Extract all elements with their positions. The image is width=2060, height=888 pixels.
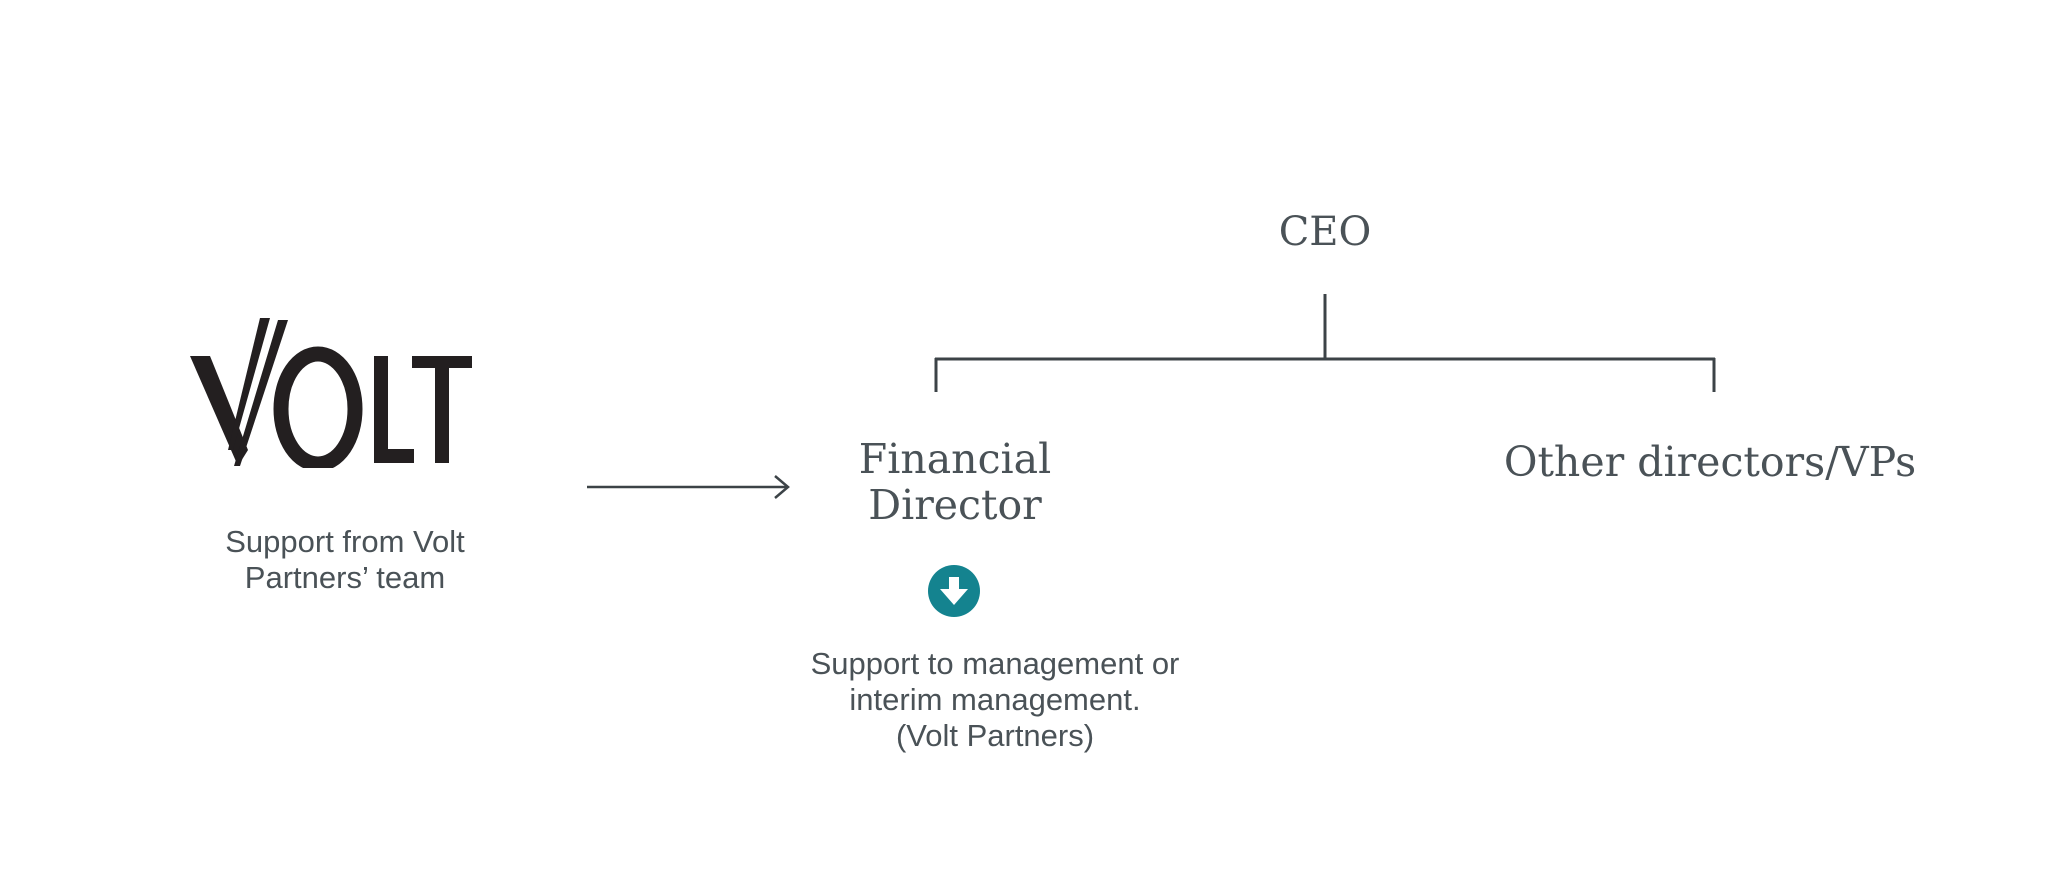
other-directors-node: Other directors/VPs (1503, 438, 1917, 486)
volt-logo (190, 318, 472, 468)
volt-support-caption: Support from Volt Partners’ team (225, 524, 465, 595)
right-arrow-icon (587, 475, 790, 499)
ceo-node: CEO (1278, 209, 1372, 255)
financial-director-node: Financial Director (858, 435, 1052, 529)
arrow-down-circle-icon (928, 565, 980, 617)
management-support-caption: Support to management or interim managem… (810, 646, 1180, 753)
org-connector-lines (934, 294, 1716, 392)
